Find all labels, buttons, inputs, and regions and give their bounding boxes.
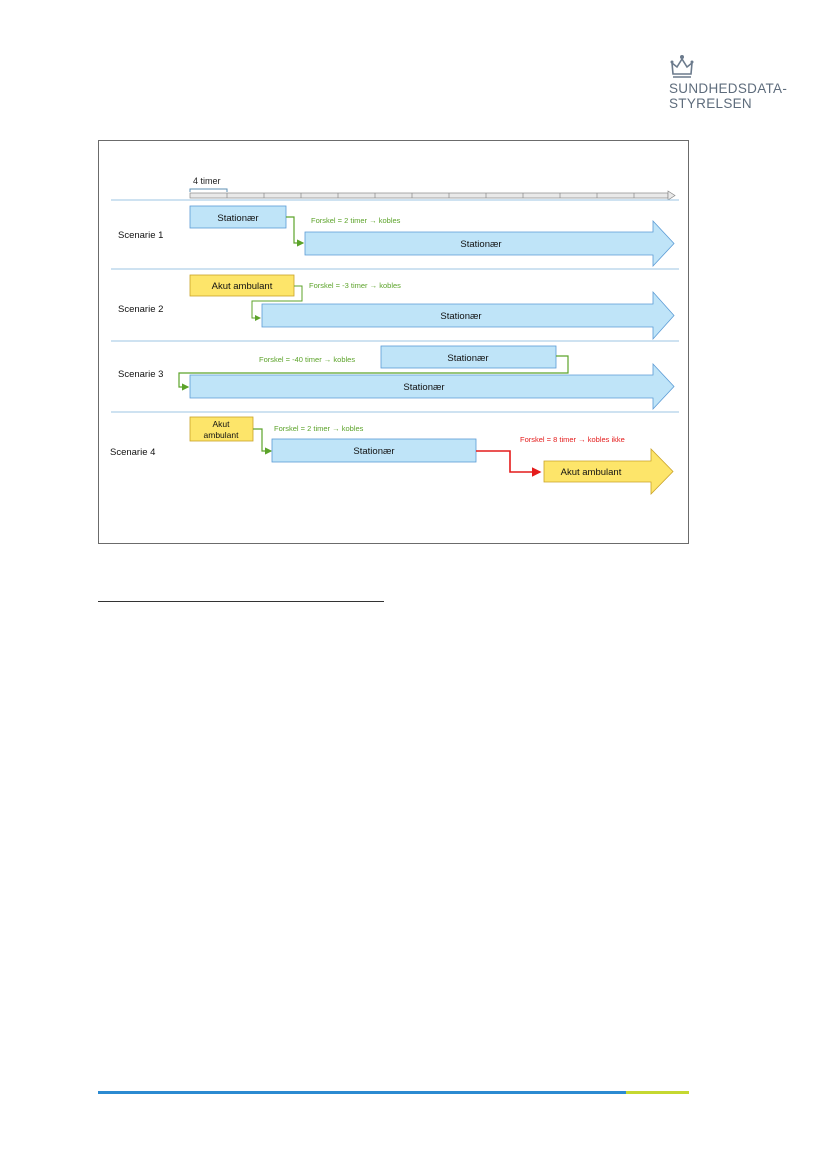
scenario-4: Scenarie 4 Akut ambulant Forskel = 2 tim…: [110, 416, 674, 495]
scenario-label: Scenarie 4: [110, 447, 155, 458]
timeline: 4 timer: [189, 176, 676, 201]
scenario-1: Scenarie 1 Stationær Forskel = 2 timer →…: [118, 205, 675, 268]
stationaer-arrow-label: Stationær: [460, 239, 501, 250]
link-connector: [253, 428, 273, 455]
logo-text: SUNDHEDSDATA- STYRELSEN: [669, 81, 787, 111]
difference-note-fail: Forskel = 8 timer → kobles ikke: [520, 435, 625, 444]
link-connector: [286, 216, 305, 247]
stationaer-arrow: [261, 290, 675, 341]
difference-note: Forskel = 2 timer → kobles: [311, 216, 401, 225]
stationaer-arrow: [304, 219, 675, 268]
timeline-unit-bracket: [189, 188, 228, 192]
logo: SUNDHEDSDATA- STYRELSEN: [664, 54, 794, 114]
logo-line2: STYRELSEN: [669, 96, 752, 111]
akut-ambulant-arrow-label: Akut ambulant: [561, 467, 622, 478]
difference-note: Forskel = 2 timer → kobles: [274, 424, 364, 433]
timeline-unit-label: 4 timer: [193, 176, 221, 186]
difference-note: Forskel = -3 timer → kobles: [309, 281, 401, 290]
logo-line1: SUNDHEDSDATA-: [669, 81, 788, 96]
diagram-canvas: 4 timer Scenarie 1 Stationær: [110, 176, 679, 495]
scenario-label: Scenarie 1: [118, 230, 163, 241]
footer-bar: [98, 1091, 626, 1094]
timeline-arrowhead: [667, 190, 676, 201]
stationaer-arrow: [189, 362, 675, 411]
akut-ambulant-box: [189, 416, 254, 442]
akut-ambulant-box-label-line1: Akut: [212, 419, 230, 429]
stationaer-box-label: Stationær: [217, 213, 258, 224]
scenario-label: Scenarie 2: [118, 304, 163, 315]
timeline-ticks: [226, 193, 635, 198]
akut-ambulant-box-label-line2: ambulant: [204, 430, 240, 440]
stationaer-arrow-label: Stationær: [440, 311, 481, 322]
stationaer-box-label: Stationær: [447, 353, 488, 364]
stationaer-box-label: Stationær: [353, 446, 394, 457]
scenario-dividers: [111, 199, 679, 413]
akut-ambulant-box-label: Akut ambulant: [212, 281, 273, 292]
scenario-label: Scenarie 3: [118, 369, 163, 380]
stationaer-box: [380, 345, 557, 369]
scenario-3: Scenarie 3 Stationær Forskel = -40 timer…: [118, 345, 675, 411]
footer-bar-accent: [626, 1091, 689, 1094]
scenario-2: Scenarie 2 Akut ambulant Forskel = -3 ti…: [118, 274, 675, 341]
scenario-diagram: 4 timer Scenarie 1 Stationær: [98, 140, 689, 544]
akut-ambulant-arrow: [543, 448, 674, 495]
link-connector: [178, 355, 569, 391]
difference-note: Forskel = -40 timer → kobles: [259, 355, 355, 364]
stationaer-arrow-label: Stationær: [403, 382, 444, 393]
crown-icon: [670, 55, 694, 78]
timeline-bar: [189, 192, 669, 199]
link-connector: [251, 285, 303, 321]
no-link-connector: [476, 450, 542, 477]
footnote-separator: [98, 601, 384, 602]
